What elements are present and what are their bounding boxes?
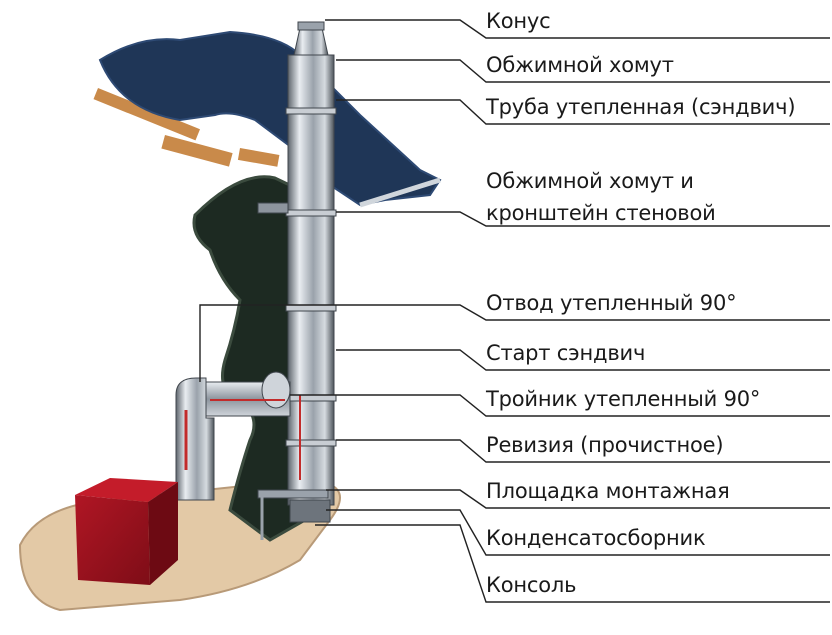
roof-trim <box>359 177 441 208</box>
leader-line <box>315 524 830 603</box>
leader-line <box>326 509 830 556</box>
part-label: Отвод утепленный 90° <box>486 291 737 315</box>
leader-line <box>199 304 830 382</box>
part-label: Конденсатосборник <box>486 526 706 550</box>
leader-line <box>336 211 830 227</box>
part-label: Обжимной хомут <box>486 53 674 77</box>
leader-line <box>290 394 830 417</box>
clamp-ring <box>285 209 337 217</box>
part-label: Ревизия (прочистное) <box>486 433 724 457</box>
part-label: Площадка монтажная <box>486 479 730 503</box>
leader-line <box>336 349 830 371</box>
leader-lines <box>199 19 830 603</box>
tee-opening <box>261 371 291 409</box>
stove-side <box>148 482 178 585</box>
part-label: Труба утепленная (сэндвич) <box>486 95 796 119</box>
roof-rafter <box>237 148 280 167</box>
part-label: Конус <box>486 9 551 33</box>
cone-cap <box>297 21 325 31</box>
roof-rafter <box>161 135 233 167</box>
clamp-ring <box>285 304 337 312</box>
leader-line <box>336 59 830 83</box>
mounting-platform <box>257 489 329 499</box>
part-label: Консоль <box>486 573 577 597</box>
main-pipe <box>287 54 335 506</box>
condensate-collector <box>289 499 331 523</box>
wall-bracket <box>257 202 289 214</box>
cone-top <box>293 27 329 56</box>
leader-line <box>325 19 830 39</box>
leader-line <box>326 489 830 509</box>
roof-rafter <box>93 88 200 141</box>
part-label: Тройник утепленный 90° <box>486 387 761 411</box>
stove-top <box>75 478 178 502</box>
part-label: Старт сэндвич <box>486 341 646 365</box>
part-label: кронштейн стеновой <box>486 201 716 225</box>
clamp-ring <box>285 107 337 115</box>
stove-front <box>75 495 150 585</box>
leader-line <box>336 439 830 463</box>
part-label: Обжимной хомут и <box>486 169 694 193</box>
leader-line <box>336 99 830 125</box>
clamp-ring <box>285 439 337 447</box>
clamp-ring <box>285 394 337 402</box>
